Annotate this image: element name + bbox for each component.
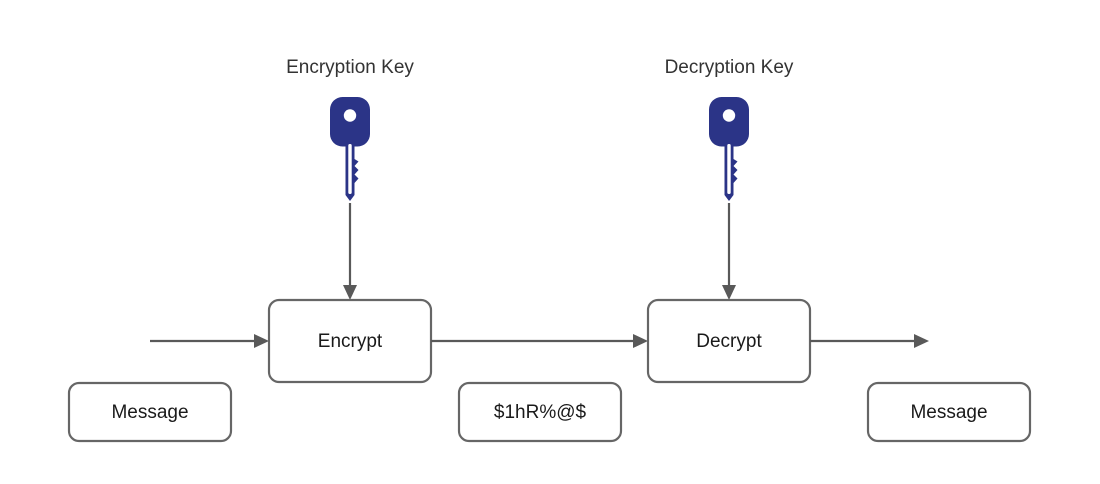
encrypt-box-label: Encrypt (318, 331, 383, 352)
input-arrow-head (254, 334, 269, 348)
encryption-key-arrow-head (343, 285, 357, 300)
ciphertext-box[interactable] (457, 381, 623, 443)
plaintext-output-box[interactable] (866, 381, 1032, 443)
plaintext-output-label: Message (910, 402, 987, 423)
decrypt-process-node[interactable]: Decrypt (646, 298, 812, 384)
decryption-key-group: Decryption Key (665, 57, 794, 300)
ciphertext-label: $1hR%@$ (494, 402, 587, 423)
middle-arrow-head (633, 334, 648, 348)
output-flow-arrow (810, 334, 929, 348)
encrypt-process-node[interactable]: Encrypt (267, 298, 433, 384)
key-icon (330, 97, 370, 201)
decrypt-box-label: Decrypt (696, 331, 762, 352)
plaintext-input-box[interactable] (67, 381, 233, 443)
ciphertext-node[interactable]: $1hR%@$ (457, 381, 623, 443)
decryption-key-label: Decryption Key (665, 57, 794, 78)
encryption-key-group: Encryption Key (286, 57, 414, 300)
ciphertext-flow-arrow (431, 334, 648, 348)
encryption-key-label: Encryption Key (286, 57, 414, 78)
plaintext-input-label: Message (111, 402, 188, 423)
key-icon (709, 97, 749, 201)
plaintext-input-node[interactable]: Message (67, 381, 233, 443)
decryption-key-arrow-head (722, 285, 736, 300)
output-arrow-head (914, 334, 929, 348)
plaintext-output-node[interactable]: Message (866, 381, 1032, 443)
input-flow-arrow (150, 334, 269, 348)
